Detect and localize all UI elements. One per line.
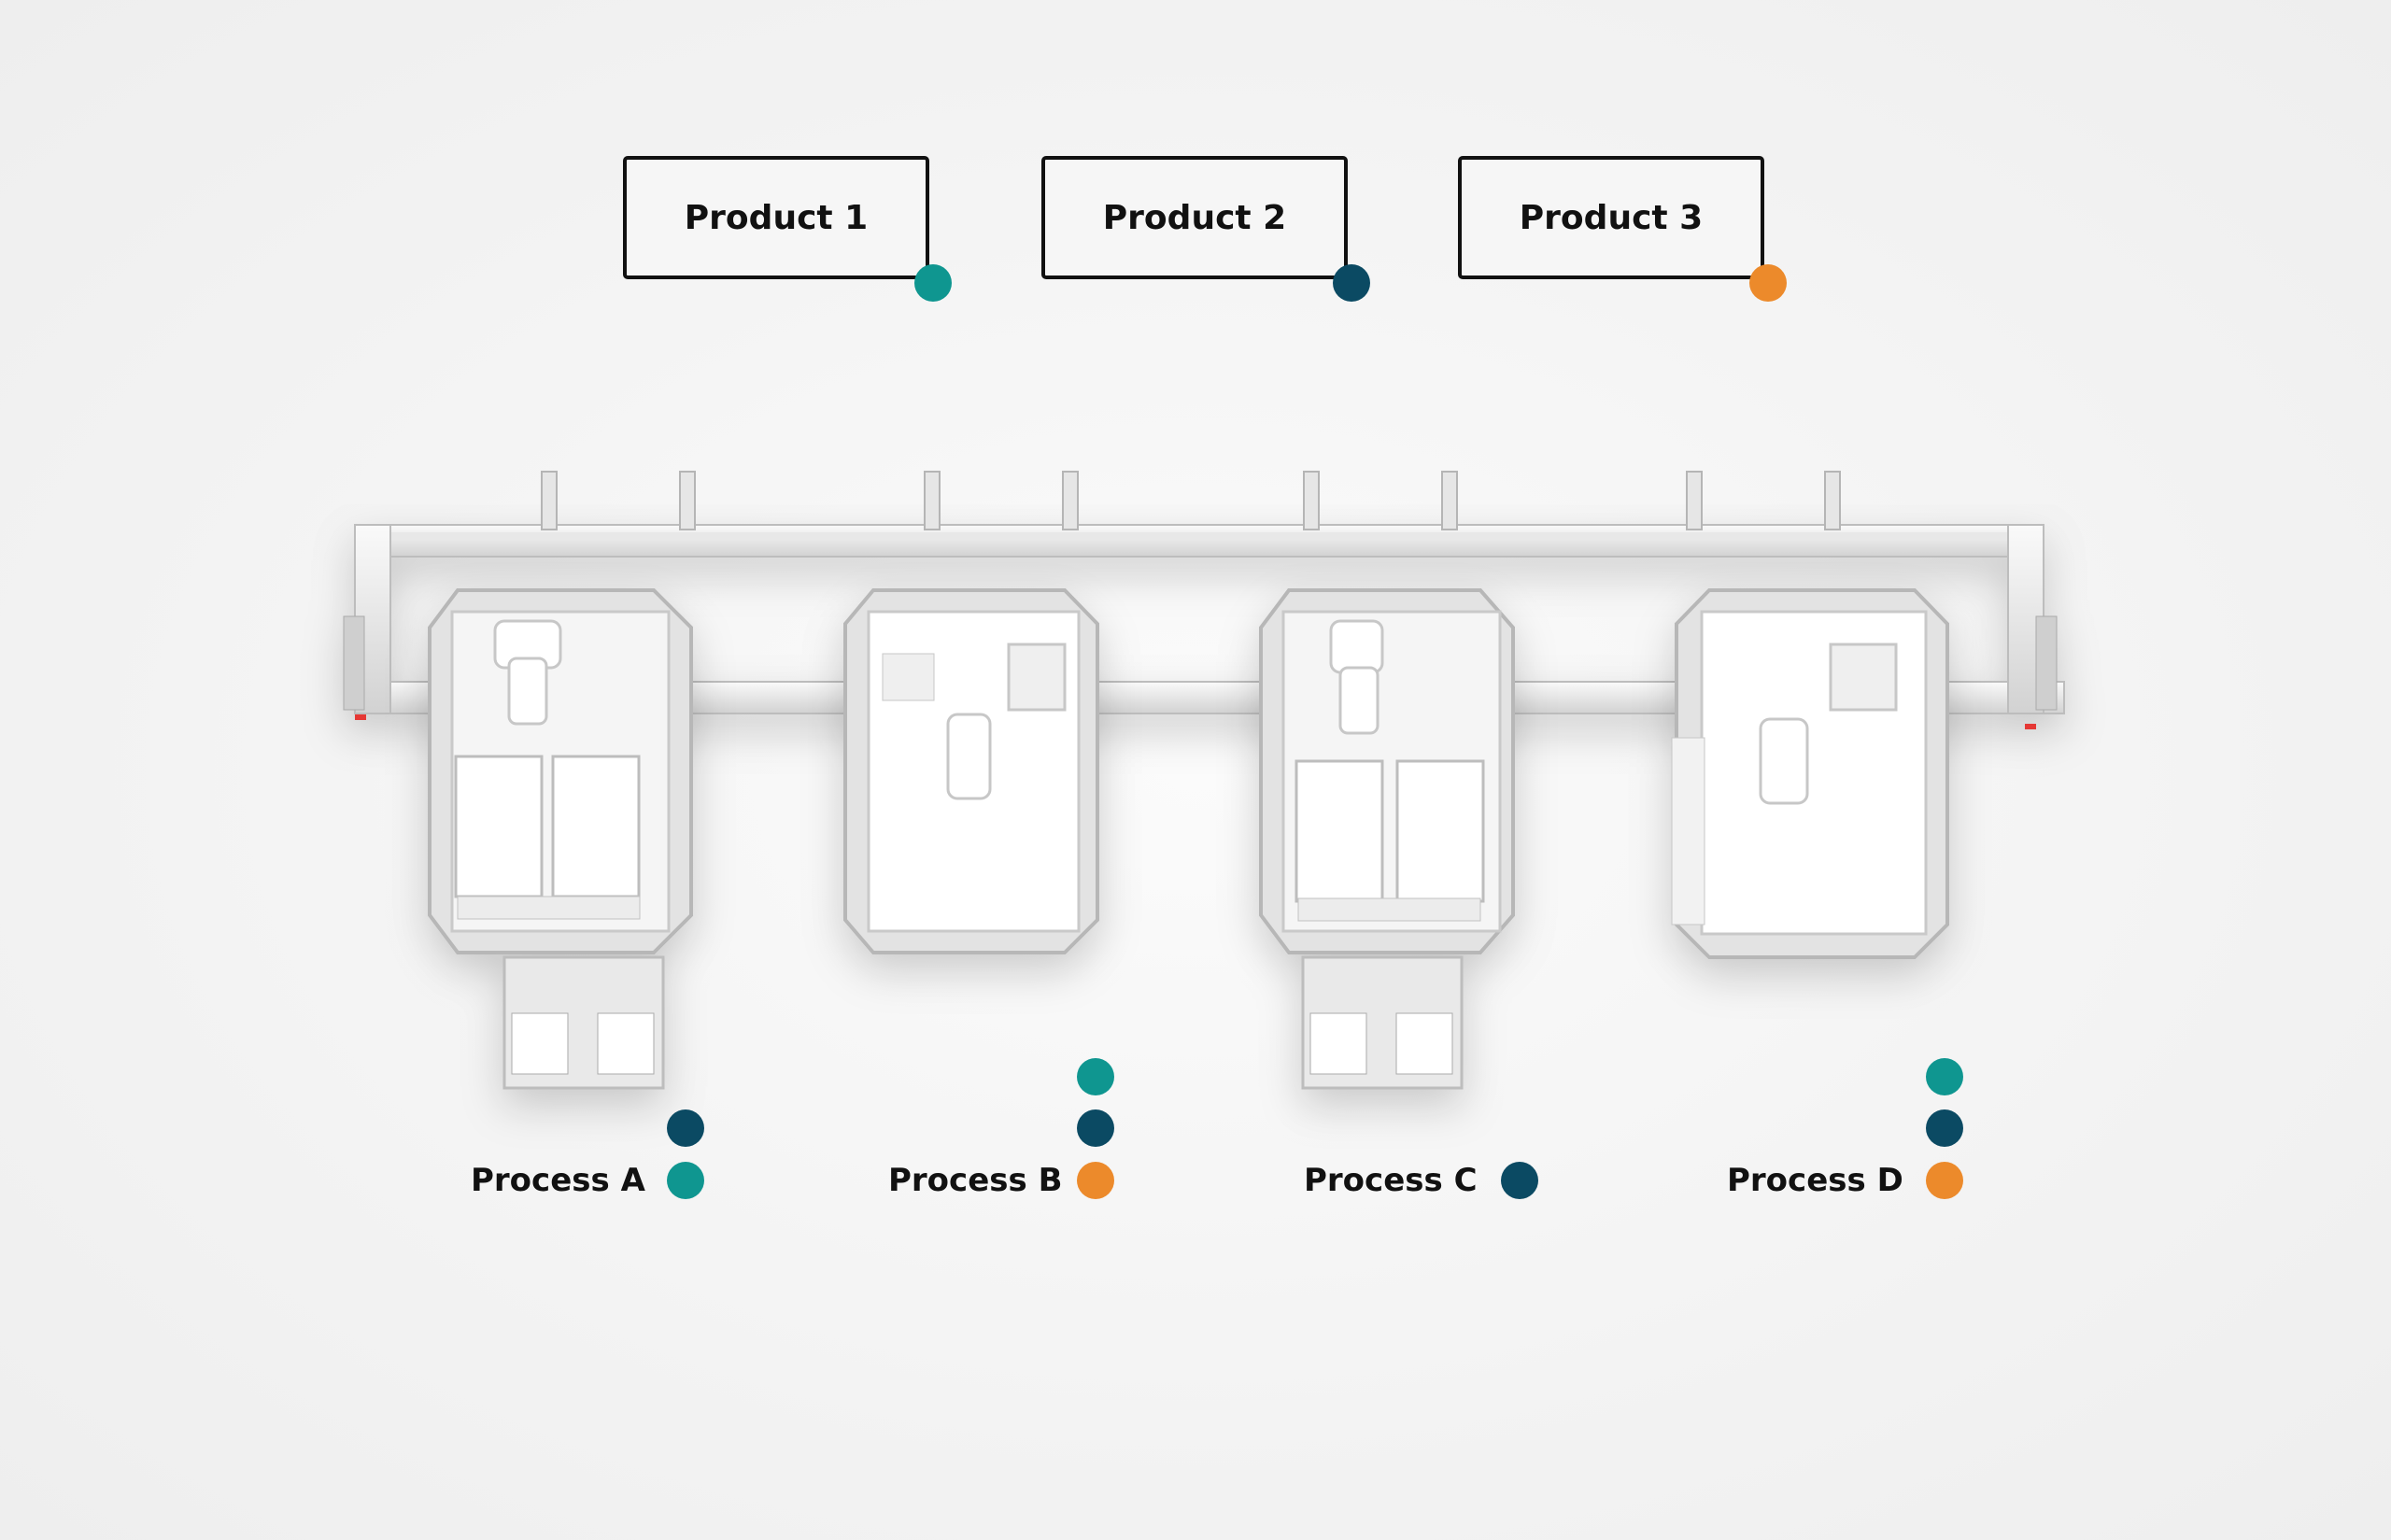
product-1-box: Product 1 xyxy=(623,156,952,302)
product-2-box: Product 2 xyxy=(1041,156,1370,302)
product-label: Product 3 xyxy=(1519,198,1704,237)
cell-a xyxy=(428,588,693,1090)
product-2-color-dot xyxy=(1333,264,1370,302)
process-d-product-dot xyxy=(1926,1162,1963,1199)
process-b-product-dot xyxy=(1077,1162,1114,1199)
process-d-product-dot xyxy=(1926,1058,1963,1095)
top-conveyor xyxy=(373,524,2028,558)
cell-d xyxy=(1671,588,1949,959)
process-b-product-dot xyxy=(1077,1058,1114,1095)
product-3-color-dot xyxy=(1749,264,1787,302)
process-c-label: Process C xyxy=(1304,1162,1478,1199)
process-c-product-dot xyxy=(1501,1162,1538,1199)
process-b-label: Process B xyxy=(888,1162,1063,1199)
process-a-product-dot xyxy=(667,1162,704,1199)
process-a-product-dot xyxy=(667,1109,704,1147)
process-b-product-dot xyxy=(1077,1109,1114,1147)
product-label: Product 2 xyxy=(1102,198,1287,237)
process-d-product-dot xyxy=(1926,1109,1963,1147)
cell-b xyxy=(843,588,1099,954)
process-d-label: Process D xyxy=(1727,1162,1903,1199)
process-a-label: Process A xyxy=(471,1162,645,1199)
product-1-color-dot xyxy=(914,264,952,302)
product-3-box: Product 3 xyxy=(1458,156,1787,302)
cell-c xyxy=(1259,588,1515,1090)
product-label: Product 1 xyxy=(684,198,869,237)
